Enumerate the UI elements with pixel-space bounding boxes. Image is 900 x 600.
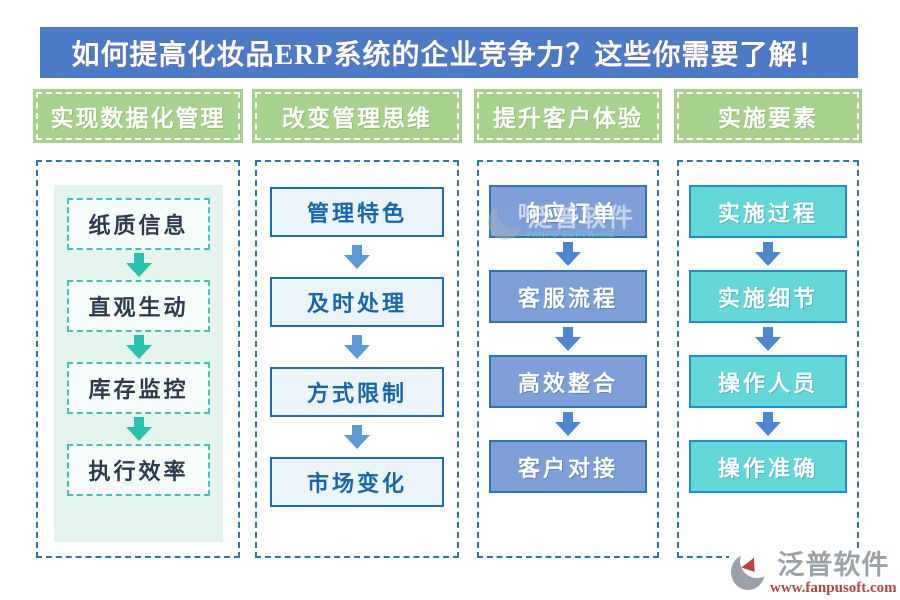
flow-column: 响应订单 客服流程 高效整合 客户对接	[479, 162, 657, 556]
brand-url: www.fanpusoft.com	[770, 580, 897, 596]
flow-node: 纸质信息	[67, 198, 210, 250]
column-implementation: 实施过程 实施细节 操作人员 操作准确	[677, 160, 859, 558]
fanpu-logo-icon	[729, 544, 774, 592]
down-arrow-icon	[343, 425, 371, 449]
flow-node: 执行效率	[67, 444, 210, 496]
flow-node: 客户对接	[489, 440, 647, 493]
column-data-management: 纸质信息 直观生动 库存监控 执行效率	[36, 160, 240, 558]
flow-node: 市场变化	[270, 457, 444, 507]
down-arrow-icon	[754, 242, 782, 266]
flow-column: 管理特色 及时处理 方式限制 市场变化	[257, 162, 457, 556]
down-arrow-icon	[125, 417, 153, 441]
down-arrow-icon	[343, 245, 371, 269]
down-arrow-icon	[125, 335, 153, 359]
flow-node: 操作准确	[689, 440, 847, 493]
brand-name: 泛普软件	[777, 550, 890, 580]
page-title: 如何提高化妆品ERP系统的企业竞争力？这些你需要了解！	[40, 27, 858, 78]
flow-node: 及时处理	[270, 277, 444, 327]
down-arrow-icon	[343, 335, 371, 359]
down-arrow-icon	[554, 412, 582, 436]
flow-node: 直观生动	[67, 280, 210, 332]
flow-node: 库存监控	[67, 362, 210, 414]
flow-node: 响应订单	[489, 185, 647, 238]
column-header-data-management: 实现数据化管理	[36, 92, 240, 140]
flow-node: 高效整合	[489, 355, 647, 408]
down-arrow-icon	[125, 253, 153, 277]
flow-node: 管理特色	[270, 187, 444, 237]
down-arrow-icon	[754, 327, 782, 351]
column-header-implementation: 实施要素	[677, 92, 859, 140]
flow-node: 客服流程	[489, 270, 647, 323]
down-arrow-icon	[554, 327, 582, 351]
flow-node: 方式限制	[270, 367, 444, 417]
flow-node: 操作人员	[689, 355, 847, 408]
flow-node: 实施细节	[689, 270, 847, 323]
flow-column: 实施过程 实施细节 操作人员 操作准确	[679, 162, 857, 556]
footer-brand: 泛普软件 www.fanpusoft.com	[729, 544, 897, 596]
mint-panel: 纸质信息 直观生动 库存监控 执行效率	[54, 185, 223, 542]
column-header-customer-experience: 提升客户体验	[477, 92, 659, 140]
column-header-management-thinking: 改变管理思维	[255, 92, 459, 140]
down-arrow-icon	[754, 412, 782, 436]
column-customer-experience: 响应订单 客服流程 高效整合 客户对接	[477, 160, 659, 558]
column-management-thinking: 管理特色 及时处理 方式限制 市场变化	[255, 160, 459, 558]
flow-node: 实施过程	[689, 185, 847, 238]
down-arrow-icon	[554, 242, 582, 266]
